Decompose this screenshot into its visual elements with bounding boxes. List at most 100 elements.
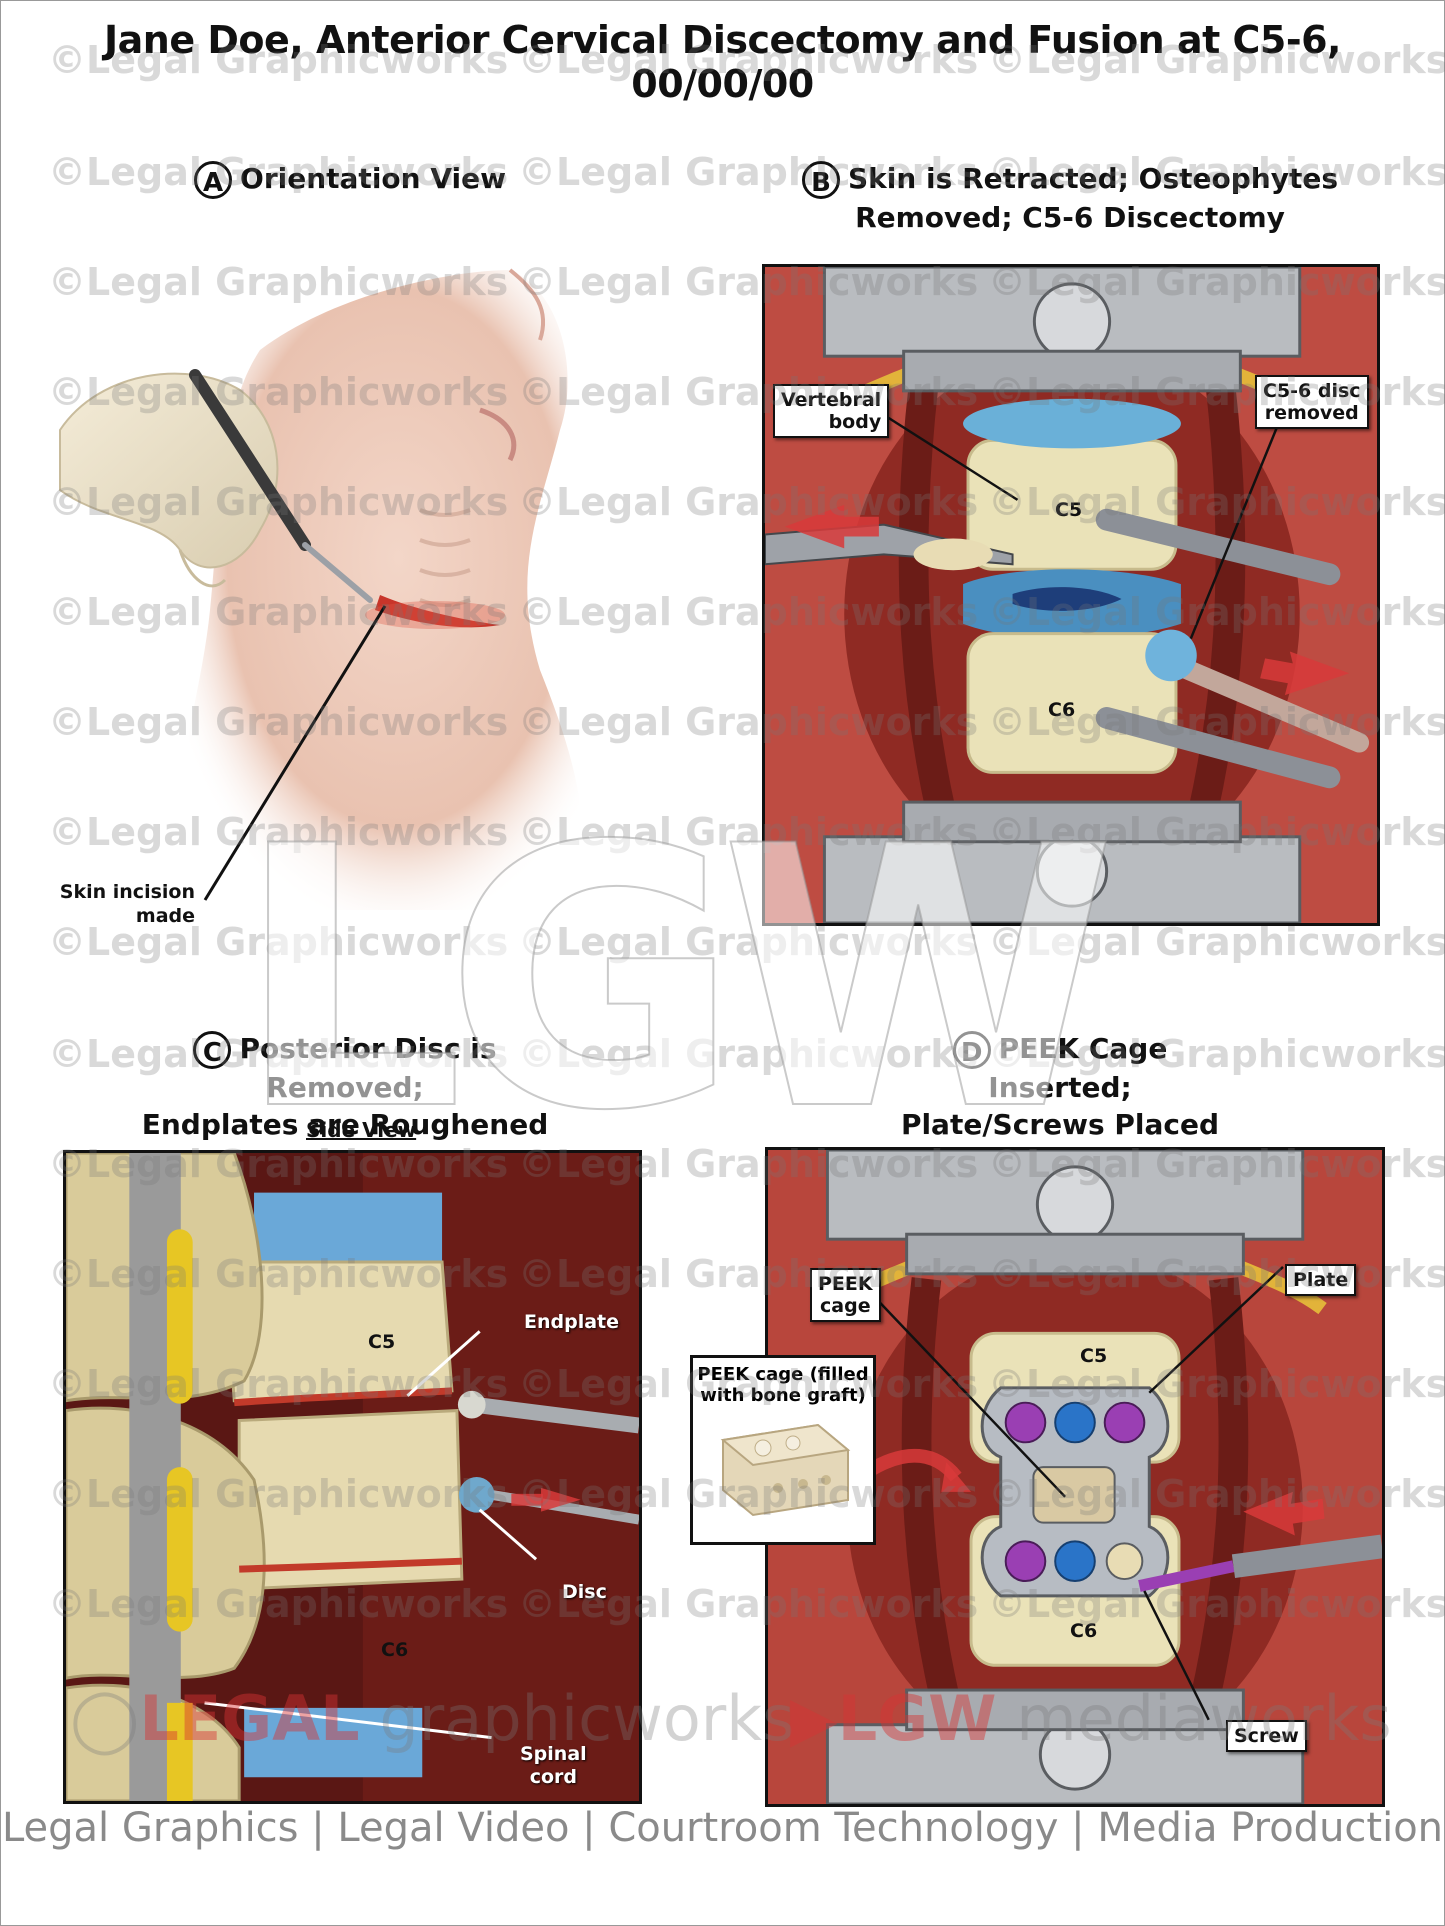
panel-d-image: PEEK cage Plate Screw C5 C6 — [765, 1147, 1385, 1807]
label-spinal-cord: Spinal cord — [520, 1743, 587, 1789]
watermark: ©Legal Graphicworks — [518, 590, 979, 634]
label-skin-incision-line1: Skin incision — [59, 881, 195, 903]
callout-vertebral-body-line2: body — [828, 411, 882, 433]
label-c6: C6 — [381, 1639, 409, 1661]
watermark: ©Legal Graphicworks — [518, 700, 979, 744]
watermark: ©Legal Graphicworks — [518, 370, 979, 414]
callout-peek-cage-line2: cage — [820, 1295, 871, 1317]
label-disc: Disc — [562, 1581, 607, 1603]
watermark: ©Legal Graphicworks — [988, 1252, 1445, 1296]
panel-d-title-line2: Plate/Screws Placed — [900, 1108, 1220, 1141]
watermark: ©Legal Graphicworks — [518, 150, 979, 194]
watermark: ©Legal Graphicworks — [518, 1362, 979, 1406]
watermark: ©Legal Graphicworks — [988, 150, 1445, 194]
watermark: ©Legal Graphicworks — [988, 1582, 1445, 1626]
watermark: ©Legal Graphicworks — [48, 810, 509, 854]
callout-disc-removed-line2: removed — [1264, 402, 1359, 424]
brand-circle-icon: ◯ — [70, 1682, 140, 1755]
lgw-monogram-watermark: LGW — [234, 769, 1118, 1190]
watermark: ©Legal Graphicworks — [518, 1142, 979, 1186]
watermark: ©Legal Graphicworks — [48, 920, 509, 964]
watermark: ©Legal Graphicworks — [48, 1032, 509, 1076]
panel-b-illustration — [765, 267, 1377, 923]
watermark: ©Legal Graphicworks — [518, 1032, 979, 1076]
watermark: ©Legal Graphicworks — [48, 150, 509, 194]
watermark: ©Legal Graphicworks — [988, 590, 1445, 634]
footer-tagline: Legal Graphics | Legal Video | Courtroom… — [1, 1805, 1444, 1851]
brand-right-gray: mediaworks — [996, 1682, 1392, 1755]
panel-a-illustration — [59, 268, 582, 910]
peek-cage-inset: PEEK cage (filled with bone graft) — [690, 1355, 876, 1545]
watermark: ©Legal Graphicworks — [518, 480, 979, 524]
watermark: ©Legal Graphicworks — [518, 1582, 979, 1626]
callout-screw: Screw — [1226, 1720, 1307, 1752]
watermark: ©Legal Graphicworks — [988, 260, 1445, 304]
panel-b-letter: B — [801, 161, 840, 199]
watermark: ©Legal Graphicworks — [48, 700, 509, 744]
brand-left-red: LEGAL — [139, 1682, 360, 1755]
watermark: ©Legal Graphicworks — [988, 1472, 1445, 1516]
panel-b-title-line1: Skin is Retracted; Osteophytes — [847, 162, 1339, 195]
label-c5: C5 — [1080, 1345, 1108, 1367]
label-endplate: Endplate — [524, 1311, 620, 1333]
panel-c-title-line2: Endplates are Roughened — [141, 1108, 549, 1141]
panel-d-letter: D — [952, 1031, 991, 1069]
peek-cage-image — [720, 1423, 851, 1517]
label-skin-incision: Skin incision made — [55, 880, 195, 928]
panel-c-letter: C — [193, 1031, 232, 1069]
callout-vertebral-body: Vertebral body — [773, 384, 890, 438]
label-skin-incision-line2: made — [135, 905, 195, 927]
panel-c-illustration — [66, 1153, 639, 1801]
panel-d-title-line1: PEEK Cage Inserted; — [988, 1032, 1168, 1104]
watermark: ©Legal Graphicworks — [988, 480, 1445, 524]
label-c6: C6 — [1048, 699, 1076, 721]
watermark: ©Legal Graphicworks — [518, 810, 979, 854]
watermark: ©Legal Graphicworks — [48, 1582, 509, 1626]
page-title: Jane Doe, Anterior Cervical Discectomy a… — [104, 18, 1341, 62]
watermark: ©Legal Graphicworks — [48, 1252, 509, 1296]
panel-b-title-line2: Removed; C5-6 Discectomy — [855, 201, 1285, 234]
watermark: ©Legal Graphicworks — [518, 920, 979, 964]
panel-d-illustration — [768, 1150, 1382, 1804]
watermark: ©Legal Graphicworks — [988, 920, 1445, 964]
label-c6: C6 — [1070, 1620, 1098, 1642]
brand-watermark-right: ▶LGW mediaworks — [790, 1682, 1392, 1755]
watermark: ©Legal Graphicworks — [518, 38, 979, 82]
panel-a-letter: A — [194, 161, 233, 199]
watermark: ©Legal Graphicworks — [48, 370, 509, 414]
watermark: ©Legal Graphicworks — [48, 1362, 509, 1406]
watermark: ©Legal Graphicworks — [48, 1142, 509, 1186]
watermark: ©Legal Graphicworks — [988, 810, 1445, 854]
callout-disc-removed-line1: C5-6 disc — [1263, 380, 1361, 402]
label-spinal-cord-line2: cord — [529, 1766, 577, 1788]
watermark: ©Legal Graphicworks — [48, 1472, 509, 1516]
panel-b-image: Vertebral body C5-6 disc removed C5 C6 — [762, 264, 1380, 926]
watermark: ©Legal Graphicworks — [518, 1472, 979, 1516]
watermark: ©Legal Graphicworks — [48, 480, 509, 524]
watermark: ©Legal Graphicworks — [988, 1032, 1445, 1076]
watermark: ©Legal Graphicworks — [988, 1142, 1445, 1186]
brand-left-gray: graphicworks — [359, 1682, 795, 1755]
panel-c-subview: Side View — [306, 1118, 417, 1142]
label-c5: C5 — [1055, 499, 1083, 521]
callout-vertebral-body-line1: Vertebral — [781, 389, 882, 411]
panel-c-image: C5 C6 Endplate Disc Spinal cord — [63, 1150, 642, 1804]
watermark: ©Legal Graphicworks — [988, 38, 1445, 82]
callout-plate: Plate — [1285, 1264, 1357, 1296]
callout-peek-cage: PEEK cage — [810, 1268, 881, 1322]
label-c5: C5 — [368, 1331, 396, 1353]
watermark: ©Legal Graphicworks — [48, 38, 509, 82]
panel-c-title-line1: Posterior Disc is Removed; — [239, 1032, 497, 1104]
callout-disc-removed: C5-6 disc removed — [1255, 375, 1369, 429]
page-title-date: 00/00/00 — [631, 62, 814, 106]
panel-a-title-text: Orientation View — [240, 162, 506, 195]
watermark: ©Legal Graphicworks — [518, 1252, 979, 1296]
label-spinal-cord-line1: Spinal — [520, 1743, 587, 1765]
play-icon: ▶ — [790, 1682, 838, 1755]
watermark: ©Legal Graphicworks — [988, 1362, 1445, 1406]
watermark: ©Legal Graphicworks — [988, 370, 1445, 414]
